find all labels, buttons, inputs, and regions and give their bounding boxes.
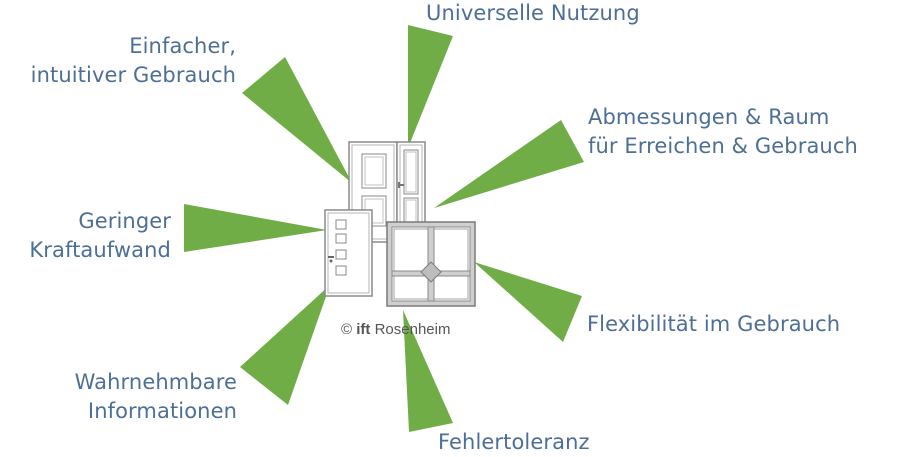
copyright-notice: © ift Rosenheim: [341, 321, 450, 338]
label-simple-line2: intuitiver Gebrauch: [30, 63, 236, 87]
ray-force: [184, 204, 327, 252]
label-force-line1: Geringer: [78, 209, 171, 233]
label-dimensions: Abmessungen & Raum für Erreichen & Gebra…: [588, 103, 858, 161]
window-illustration: [386, 221, 476, 307]
ray-dimensions: [434, 120, 584, 208]
label-perceptible-info: Wahrnehmbare Informationen: [75, 368, 237, 426]
ray-perceptible: [240, 285, 330, 405]
label-flexibility: Flexibilität im Gebrauch: [587, 310, 840, 339]
label-tolerance-text: Fehlertoleranz: [438, 430, 590, 454]
copyright-symbol: ©: [341, 321, 353, 338]
label-universal-text: Universelle Nutzung: [426, 1, 640, 25]
label-low-force: Geringer Kraftaufwand: [29, 207, 171, 265]
label-perceptible-line2: Informationen: [87, 399, 237, 423]
label-dimensions-line1: Abmessungen & Raum: [588, 105, 830, 129]
label-simple-use: Einfacher, intuitiver Gebrauch: [31, 32, 236, 90]
ray-simple: [242, 57, 352, 183]
label-simple-line1: Einfacher,: [129, 34, 236, 58]
rays: [184, 25, 584, 432]
ray-tolerance: [403, 310, 453, 432]
label-force-line2: Kraftaufwand: [29, 238, 171, 262]
label-error-tolerance: Fehlertoleranz: [438, 428, 590, 457]
label-perceptible-line1: Wahrnehmbare: [74, 370, 237, 394]
door-front-illustration: [324, 209, 373, 297]
copyright-name: Rosenheim: [374, 321, 451, 338]
label-dimensions-line2: für Erreichen & Gebrauch: [588, 134, 858, 158]
ray-flexibility: [474, 262, 582, 342]
ray-universal: [408, 25, 453, 148]
copyright-brand: ift: [356, 321, 371, 338]
label-universal-use: Universelle Nutzung: [426, 0, 640, 28]
label-flexibility-text: Flexibilität im Gebrauch: [587, 312, 841, 336]
